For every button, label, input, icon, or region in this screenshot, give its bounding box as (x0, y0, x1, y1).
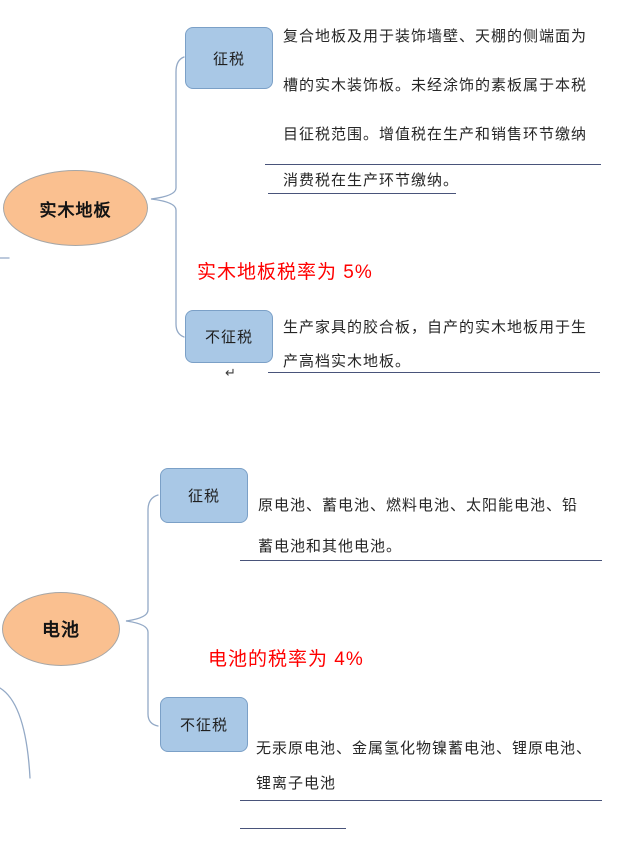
description-line: 消费税在生产环节缴纳。 (283, 172, 460, 189)
topic-node-battery: 电池 (2, 592, 120, 666)
underline-rule (265, 164, 601, 165)
description-line: 锂离子电池 (256, 775, 337, 792)
description-line: 槽的实木装饰板。未经涂饰的素板属于本税 (283, 77, 588, 94)
underline-rule (268, 372, 600, 373)
nontaxable-node-label: 不征税 (179, 717, 228, 734)
tax-rate-note-flooring: 实木地板税率为 5% (197, 262, 373, 283)
underline-rule (240, 800, 602, 801)
nontaxable-node-flooring: 不征税 (185, 310, 273, 363)
description-line: 蓄电池和其他电池。 (258, 538, 403, 555)
description-line: 生产家具的胶合板，自产的实木地板用于生 (283, 319, 588, 336)
topic-label: 实木地板 (39, 200, 112, 220)
taxable-node-battery: 征税 (160, 468, 248, 523)
underline-rule (240, 828, 346, 829)
underline-rule (268, 193, 456, 194)
taxable-node-label: 征税 (187, 488, 220, 505)
topic-node-solid-wood-flooring: 实木地板 (3, 170, 148, 246)
description-line: 原电池、蓄电池、燃料电池、太阳能电池、铅 (258, 497, 579, 514)
bottom-brace-connector (125, 494, 159, 727)
tax-rate-note-battery: 电池的税率为 4% (208, 649, 364, 670)
nontaxable-node-battery: 不征税 (160, 697, 248, 752)
taxable-node-flooring: 征税 (185, 27, 273, 89)
nontaxable-node-label: 不征税 (204, 329, 253, 346)
paragraph-return-icon: ↵ (225, 365, 236, 380)
description-line: 目征税范围。增值税在生产和销售环节缴纳 (283, 126, 588, 143)
description-line: 无汞原电池、金属氢化物镍蓄电池、锂原电池、 (256, 740, 593, 757)
underline-rule (240, 560, 602, 561)
topic-label: 电池 (42, 620, 80, 640)
partial-brace-connector (0, 687, 31, 779)
top-brace-connector (150, 56, 185, 338)
taxable-node-label: 征税 (212, 50, 245, 68)
description-line: 产高档实木地板。 (283, 353, 412, 370)
description-line: 复合地板及用于装饰墙壁、天棚的侧端面为 (283, 28, 588, 45)
